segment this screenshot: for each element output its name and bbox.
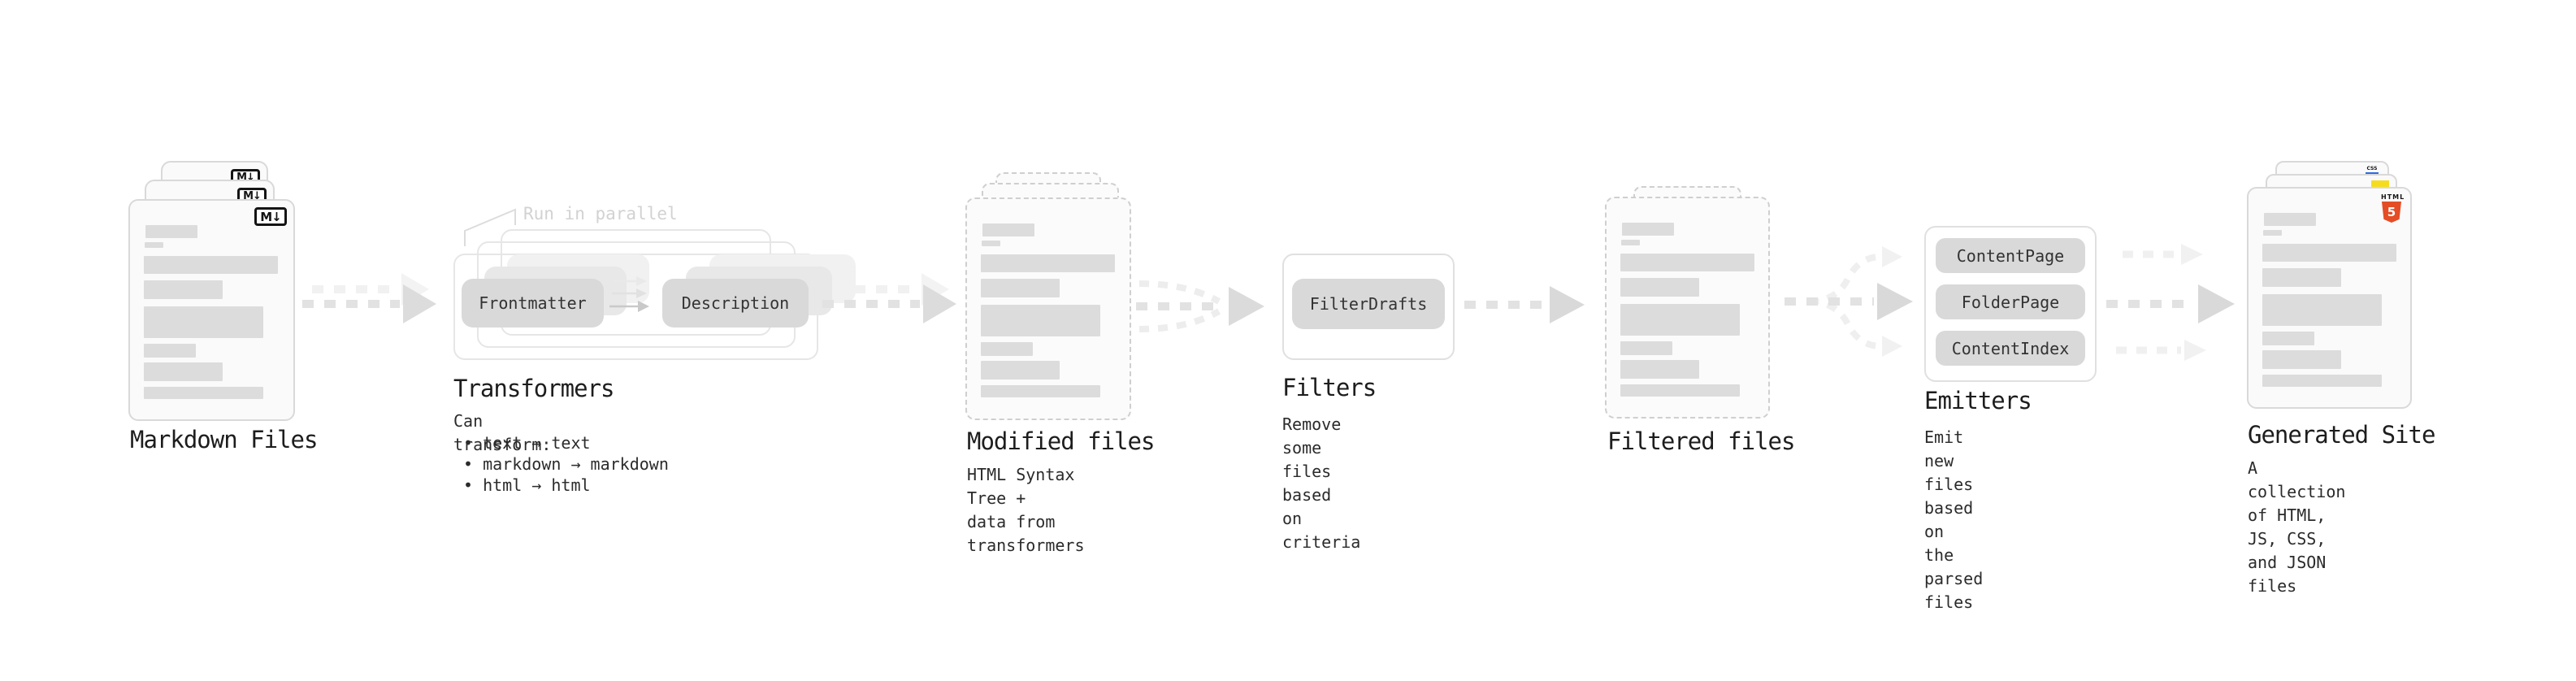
- placeholder-bar: [144, 387, 263, 399]
- placeholder-bar: [2262, 332, 2314, 345]
- modified-file-card-front: [965, 197, 1131, 420]
- placeholder-bar: [981, 279, 1060, 297]
- arrow-filtered-to-emitters: [1785, 246, 1913, 357]
- css-icon: CSS: [2365, 166, 2379, 175]
- placeholder-bar: [144, 362, 223, 381]
- placeholder-bar: [2262, 244, 2396, 262]
- placeholder-bar: [145, 242, 163, 248]
- generated-card-html: HTML 5: [2247, 187, 2412, 409]
- placeholder-bar: [981, 305, 1100, 336]
- placeholder-bar: [145, 225, 197, 238]
- placeholder-bar: [1620, 304, 1740, 336]
- folderpage-chip: FolderPage: [1936, 284, 2085, 319]
- placeholder-bar: [981, 254, 1115, 272]
- placeholder-bar: [2262, 375, 2382, 387]
- html5-word: HTML: [2381, 193, 2405, 201]
- html5-icon: HTML 5: [2381, 193, 2405, 223]
- placeholder-bar: [982, 223, 1034, 236]
- markdown-icon: M↓: [254, 207, 287, 226]
- placeholder-bar: [981, 342, 1033, 356]
- contentpage-chip: ContentPage: [1936, 238, 2085, 273]
- filterdrafts-chip: FilterDrafts: [1292, 279, 1445, 329]
- html5-number: 5: [2387, 205, 2396, 219]
- placeholder-bar: [2263, 230, 2282, 236]
- placeholder-bar: [1622, 223, 1674, 236]
- arrow-markdown-to-transformers: [302, 273, 436, 323]
- arrow-emitters-to-generated: [2106, 244, 2235, 361]
- placeholder-bar: [1620, 341, 1672, 355]
- arrow-modified-to-filters: [1136, 280, 1264, 332]
- placeholder-bar: [1620, 278, 1699, 297]
- placeholder-bar: [1620, 384, 1740, 397]
- modified-files-description: HTML Syntax Tree + data from transformer…: [967, 465, 1085, 555]
- transformers-description: Can transform:: [453, 411, 552, 454]
- placeholder-bar: [981, 385, 1100, 397]
- placeholder-bar: [144, 280, 223, 299]
- transformers-bullet: • markdown → markdown: [463, 454, 669, 474]
- placeholder-bar: [981, 361, 1060, 380]
- placeholder-bar: [144, 256, 278, 274]
- transformers-bullet: • html → html: [463, 475, 591, 495]
- html5-shield: 5: [2382, 202, 2401, 223]
- placeholder-bar: [144, 344, 196, 358]
- css-label: CSS: [2366, 166, 2378, 171]
- contentindex-chip: ContentIndex: [1936, 331, 2085, 366]
- stage-title-transformers: Transformers: [453, 375, 615, 402]
- transformers-bullet: • text → text: [463, 433, 591, 453]
- stage-title-modified-files: Modified files: [967, 427, 1155, 455]
- stage-title-filtered-files: Filtered files: [1607, 427, 1795, 455]
- placeholder-bar: [2262, 350, 2341, 369]
- emitters-description: Emit new files based on the parsed files: [1924, 427, 1984, 612]
- placeholder-bar: [144, 306, 263, 338]
- filtered-file-card-front: [1605, 197, 1770, 419]
- generated-site-description: A collection of HTML, JS, CSS, and JSON …: [2248, 458, 2346, 596]
- placeholder-bar: [982, 241, 1000, 246]
- frontmatter-chip: Frontmatter: [462, 279, 604, 327]
- run-in-parallel-annotation: Run in parallel: [523, 204, 678, 223]
- placeholder-bar: [2262, 268, 2341, 287]
- markdown-file-card-front: M↓: [128, 199, 295, 421]
- placeholder-bar: [1620, 360, 1699, 379]
- stage-title-generated-site: Generated Site: [2248, 421, 2435, 449]
- filters-description: Remove some files based on criteria: [1282, 414, 1361, 552]
- css-bar: [2366, 172, 2379, 175]
- placeholder-bar: [2264, 213, 2316, 226]
- arrow-filters-to-filtered: [1464, 286, 1585, 323]
- stage-title-emitters: Emitters: [1924, 387, 2032, 414]
- placeholder-bar: [1620, 254, 1754, 271]
- stage-title-markdown-files: Markdown Files: [130, 426, 318, 453]
- js-icon: [2371, 180, 2389, 189]
- placeholder-bar: [2262, 294, 2382, 326]
- stage-title-filters: Filters: [1282, 374, 1377, 401]
- description-chip: Description: [662, 279, 809, 327]
- placeholder-bar: [1621, 240, 1640, 245]
